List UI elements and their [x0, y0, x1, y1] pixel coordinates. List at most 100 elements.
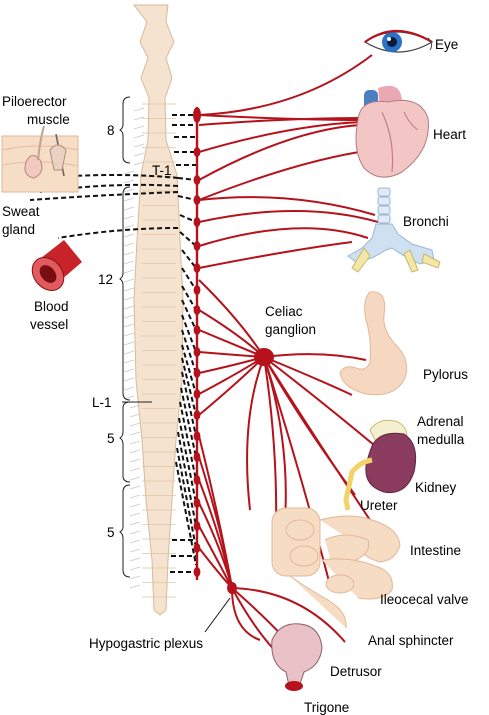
- skin-illustration: [1, 125, 79, 193]
- nerve-root-tick: [133, 161, 145, 166]
- chain-ganglion: [193, 567, 201, 577]
- nerve-root-tick: [123, 215, 135, 220]
- chain-ganglion: [193, 498, 201, 508]
- adrenal-medulla-label-line1: Adrenal: [417, 414, 464, 429]
- nerve-root-tick: [123, 269, 135, 274]
- kidney-illustration: [343, 419, 417, 511]
- nerve-root-tick: [129, 503, 141, 508]
- chain-ganglion: [193, 175, 201, 185]
- nerve-root-tick: [123, 350, 135, 355]
- segment-l1-label: L-1: [92, 395, 112, 410]
- nerve-root-tick: [123, 233, 135, 238]
- piloerector-label-line1: Piloerector: [2, 94, 67, 109]
- nerve-root-ticks: [123, 107, 145, 589]
- nerve-root-tick: [123, 368, 135, 373]
- nerve-root-tick: [123, 287, 135, 292]
- nerve-root-tick: [123, 179, 135, 184]
- segment-8-label: 8: [107, 123, 115, 138]
- nerve-root-tick: [129, 566, 141, 571]
- nerve-root-tick: [123, 377, 135, 382]
- nerve-root-tick: [129, 440, 141, 445]
- nerve-root-tick: [129, 404, 141, 409]
- nerve-root-tick: [123, 197, 135, 202]
- nerve-root-tick: [129, 413, 141, 418]
- blood-vessel-label-line1: Blood: [34, 299, 69, 314]
- adrenal-medulla-label-line2: medulla: [417, 432, 465, 447]
- nerve-root-tick: [123, 251, 135, 256]
- chain-ganglion: [193, 452, 201, 462]
- ileocecal-valve-label: Ileocecal valve: [380, 592, 469, 607]
- nerve-root-tick: [123, 332, 135, 337]
- nerve-root-tick: [129, 530, 141, 535]
- nerve-root-tick: [133, 116, 145, 121]
- stomach-illustration: [339, 291, 408, 396]
- nerve-root-tick: [129, 521, 141, 526]
- spinal-cord: [132, 4, 184, 616]
- chain-ganglion: [193, 410, 201, 420]
- chain-ganglion: [193, 475, 201, 485]
- nerve-root-tick: [129, 548, 141, 553]
- chain-ganglion: [193, 147, 201, 157]
- chain-ganglia: [193, 107, 201, 577]
- nerve-root-tick: [129, 467, 141, 472]
- heart-illustration: [355, 85, 429, 178]
- nerve-root-tick: [123, 188, 135, 193]
- nerve-root-tick: [129, 575, 141, 580]
- heart-label: Heart: [433, 127, 466, 142]
- chain-ganglion: [193, 263, 201, 273]
- piloerector-label-line2: muscle: [27, 112, 70, 127]
- eye-label: Eye: [435, 37, 458, 52]
- ureter-label: Ureter: [360, 498, 398, 513]
- nerve-root-tick: [123, 386, 135, 391]
- segment-sacral-5-label: 5: [107, 525, 115, 540]
- bladder-illustration: [271, 623, 323, 691]
- nerve-root-tick: [123, 314, 135, 319]
- nerve-root-tick: [129, 422, 141, 427]
- hypogastric-leader: [204, 597, 231, 633]
- trigone-label: Trigone: [304, 700, 349, 715]
- chain-ganglion: [193, 389, 201, 399]
- nerve-root-tick: [123, 242, 135, 247]
- nerve-root-tick: [129, 458, 141, 463]
- nerve-root-tick: [123, 206, 135, 211]
- nerve-root-tick: [129, 431, 141, 436]
- nerve-root-tick: [123, 170, 135, 175]
- bronchi-label: Bronchi: [403, 214, 449, 229]
- chain-ganglion: [193, 195, 201, 205]
- celiac-ganglion-label-line2: ganglion: [265, 322, 316, 337]
- chain-ganglion: [193, 285, 201, 295]
- nerve-root-tick: [129, 584, 141, 589]
- kidney-label: Kidney: [415, 480, 457, 495]
- nerve-root-tick: [123, 341, 135, 346]
- intestine-label: Intestine: [410, 543, 461, 558]
- nerve-root-tick: [129, 449, 141, 454]
- nerve-root-tick: [133, 125, 145, 130]
- sweat-gland-label-line1: Sweat: [2, 204, 40, 219]
- chain-ganglion: [193, 368, 201, 378]
- celiac-ganglion: [254, 348, 274, 366]
- segment-lumbar-5-label: 5: [107, 431, 115, 446]
- chain-ganglion: [193, 521, 201, 531]
- blood-vessel-illustration: [31, 240, 82, 291]
- detrusor-label: Detrusor: [330, 664, 382, 679]
- nerve-root-tick: [129, 476, 141, 481]
- preganglionic-fibers: [29, 114, 197, 573]
- nerve-root-tick: [129, 557, 141, 562]
- nerve-root-tick: [129, 485, 141, 490]
- eye-illustration: [363, 30, 434, 53]
- chain-ganglion: [193, 325, 201, 335]
- nerve-root-tick: [133, 152, 145, 157]
- nerve-root-tick: [123, 260, 135, 265]
- chain-ganglion: [193, 217, 201, 227]
- nerve-root-tick: [123, 305, 135, 310]
- anal-sphincter-label: Anal sphincter: [368, 633, 454, 648]
- chain-ganglion: [193, 241, 201, 251]
- nerve-root-tick: [123, 224, 135, 229]
- hypogastric-plexus-label: Hypogastric plexus: [89, 636, 203, 651]
- nerve-root-tick: [133, 143, 145, 148]
- nerve-root-tick: [129, 494, 141, 499]
- chain-ganglion: [193, 305, 201, 315]
- nerve-root-tick: [123, 323, 135, 328]
- bronchi-illustration: [347, 187, 441, 273]
